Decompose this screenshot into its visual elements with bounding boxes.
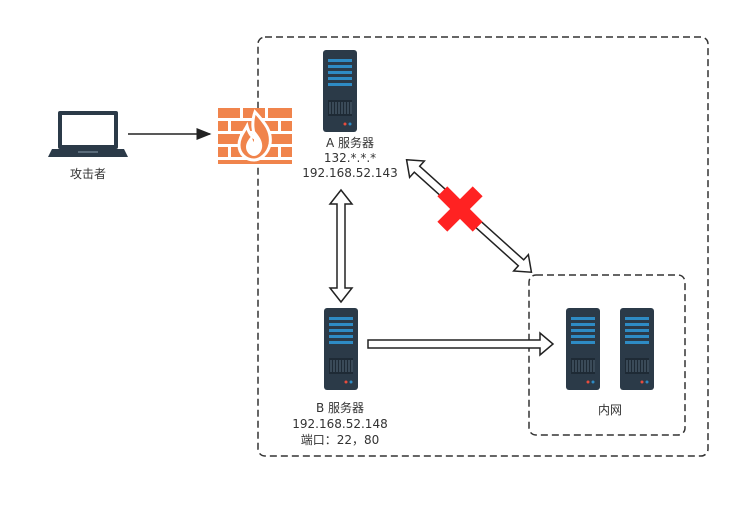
- server-b-name: B 服务器: [315, 401, 365, 415]
- server-b-ip: 192.168.52.148: [292, 417, 388, 431]
- intranet-boundary: [528, 274, 686, 436]
- a-b-double-arrow: [328, 188, 354, 304]
- server-b-icon: [323, 307, 359, 391]
- dmz-boundary: [257, 36, 709, 457]
- server-a-public-ip: 132.*.*.*: [323, 151, 377, 165]
- laptop-icon: [48, 111, 128, 157]
- server-b-ports: 端口：22，80: [300, 433, 380, 447]
- attacker-label: 攻击者: [69, 167, 106, 181]
- intranet-label: 内网: [597, 403, 622, 417]
- intranet-server-1-icon: [565, 307, 601, 391]
- firewall-icon: [218, 108, 292, 164]
- intranet-server-2-icon: [619, 307, 655, 391]
- b-intranet-arrow: [367, 331, 555, 357]
- server-a-name: A 服务器: [325, 136, 375, 150]
- server-a-icon: [322, 49, 358, 133]
- red-cross-icon: [437, 186, 483, 232]
- server-a-private-ip: 192.168.52.143: [302, 166, 398, 180]
